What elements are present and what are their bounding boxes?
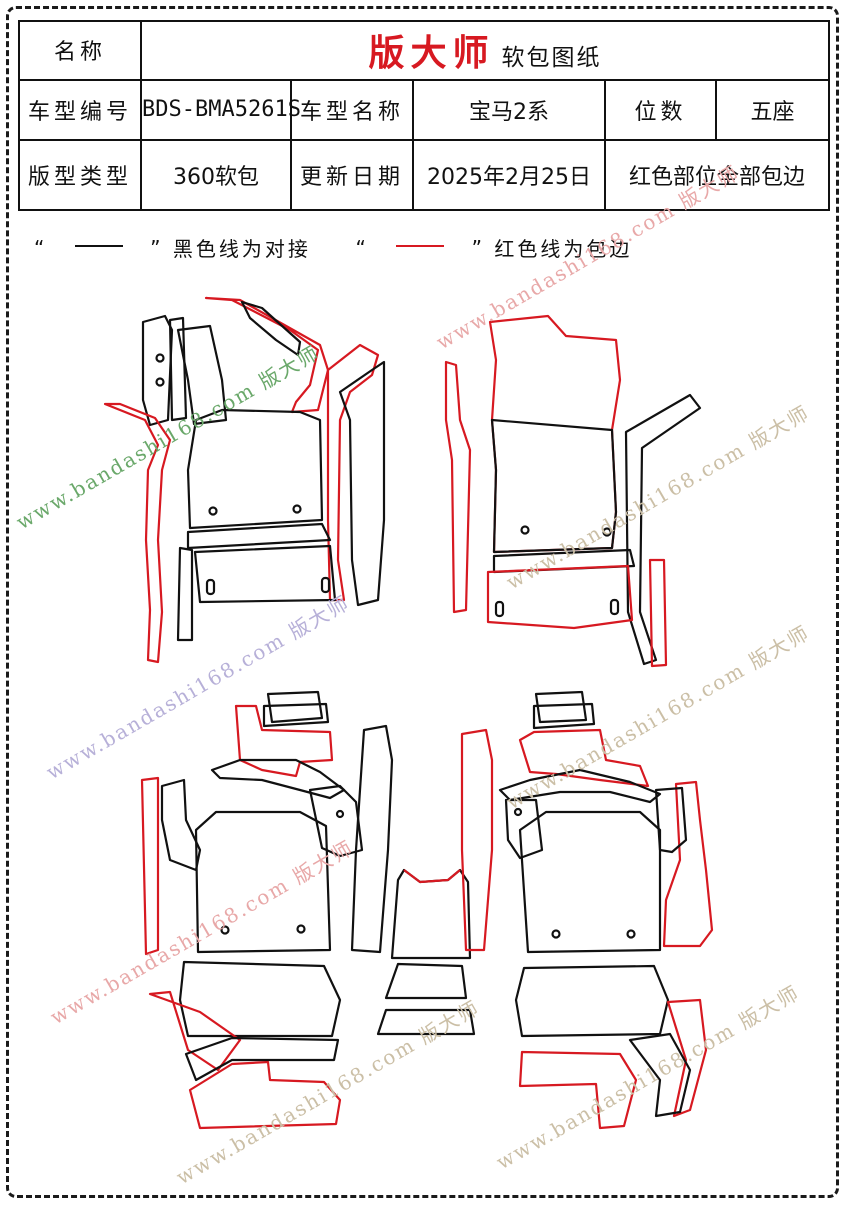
rear-right-top-bracket [518,728,650,788]
rear-right-mats [498,690,714,1130]
front-left-right-strip [326,343,380,602]
front-left-slot-1 [205,578,216,596]
seats-value: 五座 [714,78,831,142]
front-left-grommet-2 [155,377,165,387]
front-right-side-strip [444,360,472,614]
centre-pad-1 [384,962,468,1000]
pattern-type-label: 版型类型 [18,139,142,211]
centre-mats [350,724,494,1036]
front-left-right-strip-inner [338,360,386,607]
front-left-mats [103,296,386,664]
front-right-heel-pad [486,564,634,630]
legend-open-quote-2: “ [355,235,369,260]
rear-right-heel-inner [628,1032,692,1118]
model-code-label: 车型编号 [18,78,142,142]
front-right-slot-2 [609,598,620,616]
update-date-value: 2025年2月25日 [412,139,606,211]
doc-type: 软包图纸 [501,45,602,72]
centre-left-strip [350,724,394,954]
rear-left-strip [140,776,160,956]
rear-left-strip-inner [160,778,202,872]
rear-left-bottom-pad [178,960,342,1038]
rear-right-strip-inner [654,786,688,854]
seats-label: 位数 [604,78,717,142]
legend-black-line [74,244,123,247]
legend-black-text: 黑色线为对接 [172,237,311,261]
model-name-label: 车型名称 [290,78,414,142]
centre-right-strip [460,728,494,952]
rear-left-right-piece [308,784,364,858]
front-left-grommet-4 [292,504,302,514]
legend-open-quote-1: “ [34,235,48,260]
rear-left-mats [140,690,364,1130]
rear-right-heel-pad [518,1050,638,1130]
centre-tunnel [390,868,472,960]
legend-close-quote-2: ” [471,235,486,260]
front-left-heel-band [186,522,332,550]
front-right-right-curve [624,393,702,666]
rear-right-main-mat [518,810,662,954]
name-label: 名称 [18,20,142,81]
front-left-top-flap-inner [240,300,302,357]
front-left-grommet-3 [208,506,218,516]
rear-left-grommet-1 [220,925,230,935]
front-left-slot-2 [320,576,331,594]
rear-left-top-bracket [234,704,334,778]
rear-left-heel-inner [184,1036,340,1082]
front-right-stem [648,558,668,668]
pattern-type-value: 360软包 [140,139,292,211]
spec-table: 名称 版大师 软包图纸 车型编号 BDS-BMA5261S 车型名称 宝马2系 … [18,20,831,211]
title-cell: 版大师 软包图纸 [139,20,831,81]
rear-right-grommet-2 [551,929,561,939]
front-right-mats [444,314,702,668]
front-left-grommet-1 [155,353,165,363]
rear-left-bottom-wedge [148,990,242,1072]
legend-red-line [396,244,445,247]
front-right-main-inner [490,418,618,554]
front-right-main-mat [488,314,622,554]
rear-right-top-cap-inner [532,702,596,730]
front-left-side-strip [141,314,174,427]
front-left-main-mat [186,408,324,530]
front-right-grommet-1 [520,525,530,535]
front-left-inner-strip [168,316,188,422]
rear-left-top-cap [266,690,324,724]
rear-right-bottom-pad [514,964,670,1038]
dashed-border [6,6,839,1198]
rear-right-grommet-3 [626,929,636,939]
rear-right-bottom-wedge [666,998,708,1118]
front-left-heel-pad [193,544,337,604]
front-right-grommet-2 [602,527,612,537]
rear-right-grommet-1 [513,807,523,817]
front-left-side-curve [103,402,172,664]
legend-close-quote-1: ” [150,235,164,260]
rear-left-grommet-2 [296,924,306,934]
rear-left-heel-pad [188,1060,342,1130]
legend: “ ” 黑色线为对接 “ ” 红色线为包边 [34,233,632,263]
model-name-value: 宝马2系 [412,78,606,142]
centre-pad-2 [376,1008,476,1036]
front-left-heel-stem [176,546,194,642]
rear-left-top-cap-inner [262,702,330,728]
rear-right-arch [498,768,662,804]
front-left-pillar [176,324,228,426]
update-label: 更新日期 [290,139,414,211]
rear-left-grommet-3 [335,809,345,819]
legend-red-text: 红色线为包边 [494,237,633,261]
rear-right-left-piece [504,798,544,860]
rear-right-side-strip [662,780,714,948]
model-code-value: BDS-BMA5261S [140,78,301,142]
rear-left-arch [210,758,346,800]
centre-tunnel-top [403,869,461,884]
rear-left-main-mat [194,810,332,954]
rear-right-top-cap [534,690,588,724]
front-right-slot-1 [494,600,505,618]
front-right-heel-band [492,548,636,574]
brand-title: 版大师 [368,33,495,75]
edge-note: 红色部位全部包边 [603,139,831,211]
